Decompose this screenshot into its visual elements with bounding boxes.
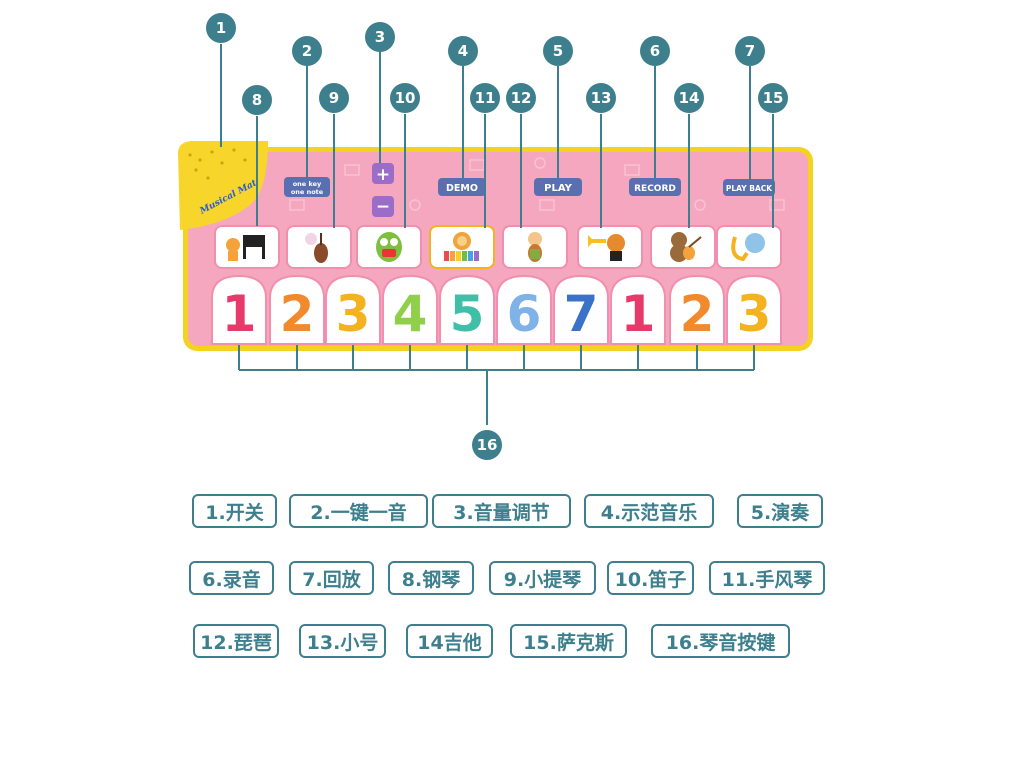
accordion-icon [376, 232, 402, 262]
svg-text:DEMO: DEMO [446, 183, 478, 194]
svg-text:PLAY: PLAY [544, 183, 572, 194]
callout-3: 3 [365, 22, 395, 52]
svg-text:14: 14 [679, 89, 700, 107]
instrument-row [214, 225, 782, 269]
key-label: 4 [393, 285, 428, 343]
saxophone-icon [731, 233, 765, 262]
instrument-tile-xylophone[interactable] [429, 225, 495, 269]
svg-text:PLAY BACK: PLAY BACK [726, 184, 773, 193]
svg-text:16: 16 [477, 436, 498, 454]
callout-5: 5 [543, 36, 573, 66]
svg-text:2: 2 [302, 42, 312, 60]
piano-key[interactable]: 1 [211, 274, 267, 345]
callout-14: 14 [674, 83, 704, 113]
callout-16: 16 [472, 430, 502, 460]
volume-down-button[interactable]: − [372, 196, 394, 217]
key-label: 3 [336, 285, 371, 343]
callout-2: 2 [292, 36, 322, 66]
demo-button[interactable]: DEMO [438, 178, 486, 196]
callout-7: 7 [735, 36, 765, 66]
xylophone-icon [444, 232, 479, 261]
callout-11: 11 [470, 83, 500, 113]
guitar-icon [670, 232, 702, 262]
svg-text:15: 15 [763, 89, 784, 107]
trumpet-icon [588, 234, 625, 261]
instrument-tile-trumpet[interactable] [577, 225, 643, 269]
svg-text:8: 8 [252, 91, 262, 109]
instrument-tile-pipa[interactable] [502, 225, 568, 269]
mat-pattern [289, 157, 785, 211]
key-label: 2 [680, 285, 715, 343]
instrument-tile-guitar[interactable] [650, 225, 716, 269]
callout-1: 1 [206, 13, 236, 43]
playback-button[interactable]: PLAY BACK [723, 179, 775, 196]
svg-text:5: 5 [553, 42, 563, 60]
power-switch[interactable] [178, 141, 268, 230]
svg-text:1: 1 [216, 19, 226, 37]
callout-15: 15 [758, 83, 788, 113]
one-key-one-note-button[interactable]: one key one note [284, 177, 330, 197]
key-label: 2 [280, 285, 315, 343]
piano-key[interactable]: 5 [439, 274, 495, 345]
svg-text:3: 3 [375, 28, 385, 46]
piano-key[interactable]: 3 [726, 274, 782, 345]
violin-icon [305, 233, 328, 263]
svg-text:RECORD: RECORD [634, 184, 676, 194]
key-label: 5 [450, 285, 485, 343]
callout-12: 12 [506, 83, 536, 113]
key-label: 3 [737, 285, 772, 343]
key-label: 6 [507, 285, 542, 343]
piano-key[interactable]: 2 [669, 274, 725, 345]
callout-10: 10 [390, 83, 420, 113]
instrument-tile-violin[interactable] [286, 225, 352, 269]
instrument-tile-piano[interactable] [214, 225, 280, 269]
svg-text:4: 4 [458, 42, 468, 60]
key-label: 1 [222, 285, 257, 343]
key-label: 1 [621, 285, 656, 343]
svg-text:13: 13 [591, 89, 612, 107]
leader-lines [220, 44, 774, 425]
svg-text:11: 11 [475, 89, 496, 107]
piano-key[interactable]: 3 [325, 274, 381, 345]
svg-text:12: 12 [511, 89, 532, 107]
svg-text:+: + [376, 165, 390, 185]
callout-6: 6 [640, 36, 670, 66]
svg-text:6: 6 [650, 42, 660, 60]
svg-text:one note: one note [291, 188, 324, 196]
callout-8: 8 [242, 85, 272, 115]
piano-key[interactable]: 6 [496, 274, 552, 345]
svg-text:7: 7 [745, 42, 755, 60]
svg-text:9: 9 [329, 89, 339, 107]
play-button[interactable]: PLAY [534, 178, 582, 196]
instrument-tile-saxophone[interactable] [716, 225, 782, 269]
instrument-tile-accordion[interactable] [356, 225, 422, 269]
piano-key[interactable]: 1 [610, 274, 666, 345]
record-button[interactable]: RECORD [629, 178, 681, 196]
star-dots [188, 148, 247, 180]
key-label: 7 [564, 285, 599, 343]
svg-text:one key: one key [293, 180, 322, 188]
svg-text:10: 10 [395, 89, 416, 107]
volume-up-button[interactable]: + [372, 163, 394, 185]
callout-13: 13 [586, 83, 616, 113]
callout-4: 4 [448, 36, 478, 66]
piano-key[interactable]: 2 [269, 274, 325, 345]
piano-icon [226, 235, 265, 261]
piano-key[interactable]: 4 [382, 274, 438, 345]
callout-9: 9 [319, 83, 349, 113]
piano-key[interactable]: 7 [553, 274, 609, 345]
pipa-icon [528, 232, 542, 262]
svg-text:−: − [376, 197, 390, 217]
